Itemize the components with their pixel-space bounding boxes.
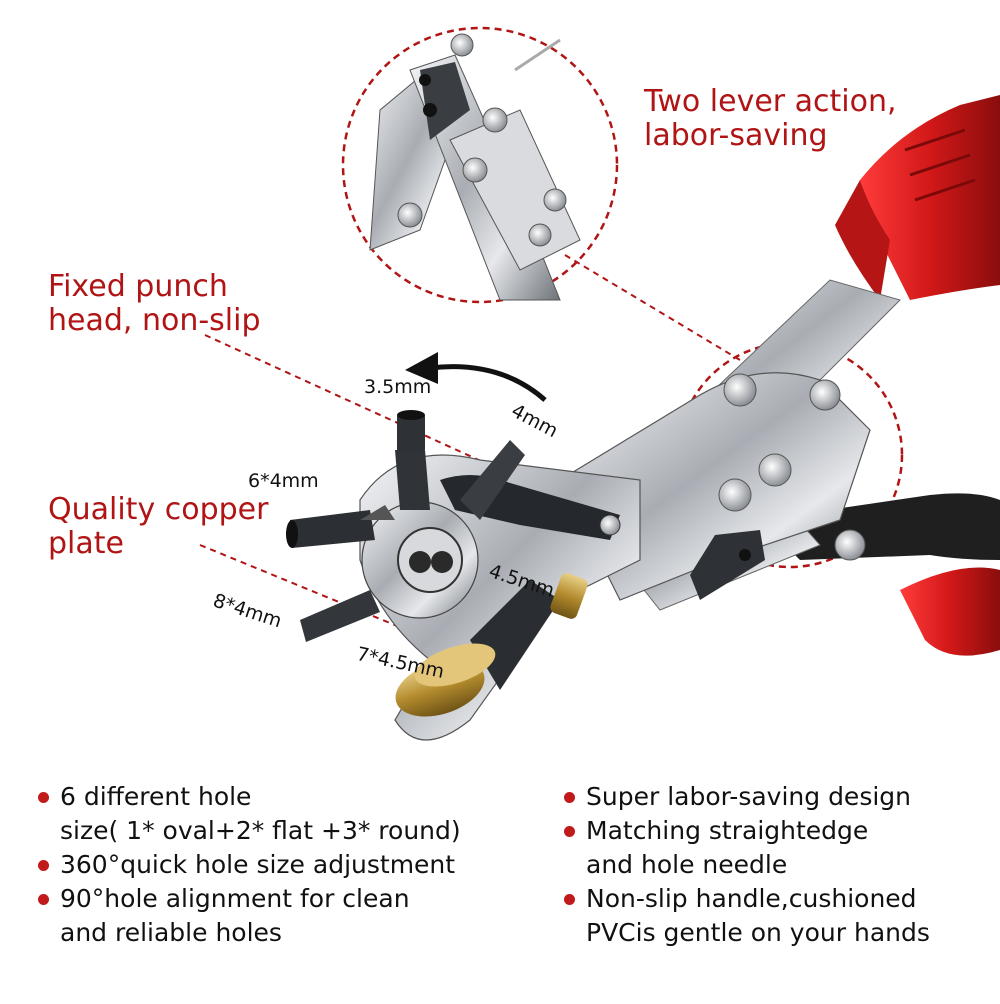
- feature-line: Super labor-saving design: [586, 782, 911, 811]
- feature-line: PVCis gentle on your hands: [586, 918, 930, 947]
- feature-line: size( 1* oval+2* flat +3* round): [60, 816, 461, 845]
- feature-line: 6 different hole: [60, 782, 252, 811]
- feature-line: 90°hole alignment for clean: [60, 884, 410, 913]
- features-left-list: 6 different hole size( 1* oval+2* flat +…: [36, 780, 461, 950]
- feature-item: Non-slip handle,cushioned PVCis gentle o…: [562, 882, 930, 950]
- rotation-arrow-icon: [429, 364, 547, 402]
- callout-lever-line1: Two lever action,: [644, 84, 897, 119]
- callout-copper: Quality copper plate: [48, 493, 268, 561]
- feature-line: 360°quick hole size adjustment: [60, 850, 456, 879]
- feature-item: Super labor-saving design: [562, 780, 930, 814]
- size-label-3-5mm: 3.5mm: [364, 376, 432, 398]
- feature-line: and hole needle: [586, 850, 788, 879]
- callout-lever: Two lever action, labor-saving: [644, 85, 897, 153]
- size-label-6x4mm: 6*4mm: [248, 470, 319, 492]
- feature-item: 360°quick hole size adjustment: [36, 848, 461, 882]
- callout-copper-line2: plate: [48, 526, 124, 561]
- arrow-head-icon: [405, 352, 438, 384]
- callout-lever-line2: labor-saving: [644, 118, 828, 153]
- callout-copper-line1: Quality copper: [48, 492, 269, 527]
- zoom-circle-lever: [341, 26, 619, 304]
- callout-punch-head-line2: head, non-slip: [48, 303, 261, 338]
- callout-punch-head: Fixed punch head, non-slip: [48, 270, 261, 338]
- callout-punch-head-line1: Fixed punch: [48, 269, 228, 304]
- feature-item: 90°hole alignment for clean and reliable…: [36, 882, 461, 950]
- feature-line: Matching straightedge: [586, 816, 869, 845]
- feature-item: Matching straightedge and hole needle: [562, 814, 930, 882]
- feature-line: Non-slip handle,cushioned: [586, 884, 917, 913]
- feature-item: 6 different hole size( 1* oval+2* flat +…: [36, 780, 461, 848]
- feature-line: and reliable holes: [60, 918, 282, 947]
- features-right-list: Super labor-saving design Matching strai…: [562, 780, 930, 950]
- jaw-and-rotary-head: [286, 410, 641, 741]
